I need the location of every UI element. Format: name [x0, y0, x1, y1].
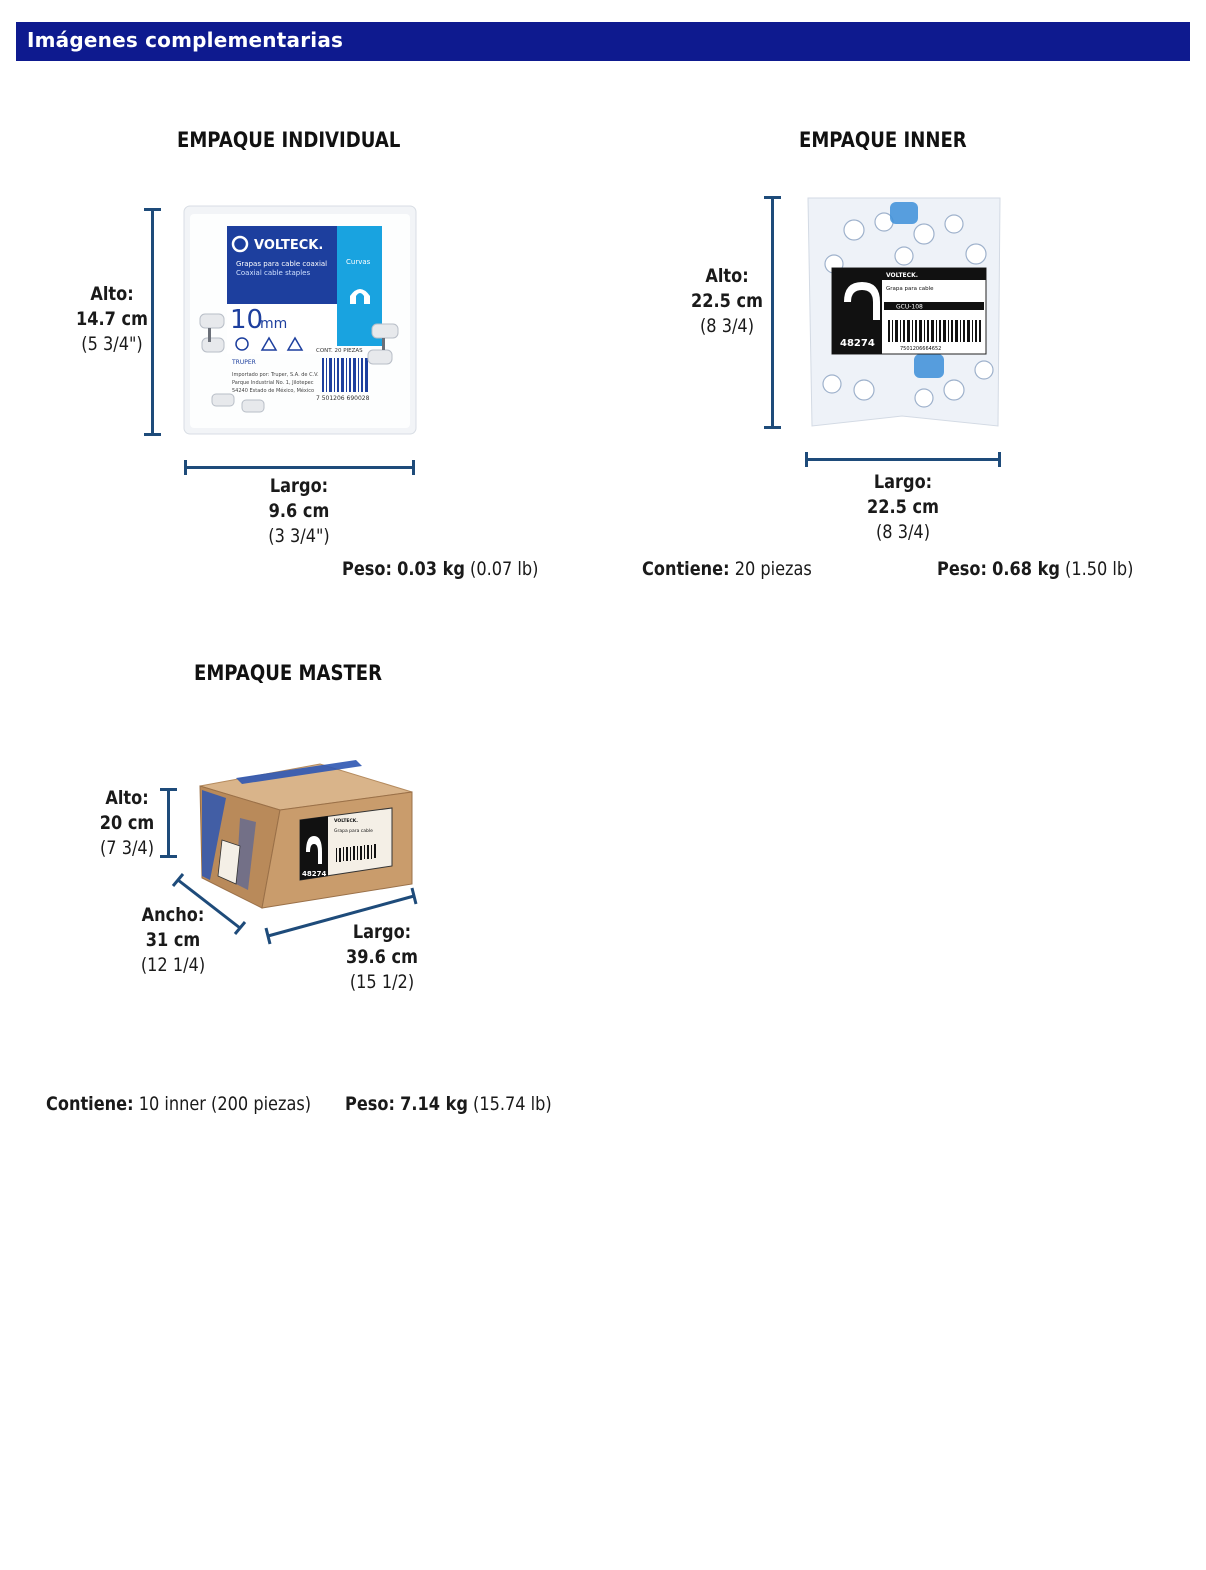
inner-largo-text: Largo: 22.5 cm (8 3/4) — [867, 471, 939, 543]
inner-label-number: 48274 — [840, 338, 875, 349]
master-contiene: Contiene: 10 inner (200 piezas) — [46, 1093, 312, 1115]
inner-largo-cap-right — [998, 452, 1001, 467]
inner-alto-text: Alto: 22.5 cm (8 3/4) — [691, 265, 763, 337]
inner-largo-line — [806, 458, 1001, 461]
individual-title: EMPAQUE INDIVIDUAL — [177, 128, 401, 152]
section-title: Imágenes complementarias — [27, 28, 344, 52]
individual-alto-text: Alto: 14.7 cm (5 3/4") — [76, 283, 148, 355]
master-alto-line — [167, 788, 170, 858]
individual-side: Curvas — [346, 258, 371, 266]
inner-alto-line — [771, 196, 774, 429]
individual-alto-line — [151, 208, 154, 436]
inner-package-image: VOLTECK. 48274 Grapa para cable GCU-108 … — [804, 194, 1004, 430]
master-alto-cap-top — [160, 788, 177, 791]
inner-largo-cap-left — [805, 452, 808, 467]
inner-alto-cap-top — [764, 196, 781, 199]
inner-contiene: Contiene: 20 piezas — [642, 558, 812, 580]
individual-largo-text: Largo: 9.6 cm (3 3/4") — [268, 475, 330, 547]
individual-line1: Grapas para cable coaxial — [236, 260, 327, 268]
svg-text:Parque Industrial No. 1, Jilot: Parque Industrial No. 1, Jilotepec — [232, 380, 314, 386]
individual-largo-cap-right — [412, 460, 415, 475]
individual-line2: Coaxial cable staples — [236, 269, 310, 277]
master-ancho-text: Ancho: 31 cm (12 1/4) — [140, 904, 206, 976]
individual-maker: TRUPER — [231, 359, 256, 366]
master-label-brand: VOLTECK. — [334, 818, 358, 824]
individual-largo-cap-left — [184, 460, 187, 475]
individual-unit: mm — [260, 316, 287, 332]
svg-text:Importado por: Truper, S.A. de: Importado por: Truper, S.A. de C.V. — [232, 372, 319, 378]
inner-label-code: GCU-108 — [896, 304, 923, 311]
individual-size: 10 — [230, 305, 263, 335]
master-largo-line — [262, 886, 422, 946]
svg-text:54240 Estado de México, México: 54240 Estado de México, México — [232, 387, 314, 394]
individual-peso: Peso: 0.03 kg (0.07 lb) — [342, 558, 539, 580]
inner-label-barcode: 7501206664652 — [900, 346, 941, 352]
individual-cont: CONT. 20 PIEZAS — [316, 348, 363, 354]
inner-peso: Peso: 0.68 kg (1.50 lb) — [937, 558, 1134, 580]
master-alto-text: Alto: 20 cm (7 3/4) — [99, 787, 155, 859]
master-alto-cap-bottom — [160, 855, 177, 858]
individual-barcode: 7 501206 690028 — [316, 395, 370, 402]
inner-alto-cap-bottom — [764, 426, 781, 429]
master-peso: Peso: 7.14 kg (15.74 lb) — [345, 1093, 552, 1115]
individual-largo-line — [185, 466, 415, 469]
master-box-image: 48274 VOLTECK. Grapa para cable — [196, 760, 416, 912]
inner-label-product: Grapa para cable — [886, 286, 934, 292]
master-title: EMPAQUE MASTER — [194, 661, 383, 685]
inner-title: EMPAQUE INNER — [799, 128, 967, 152]
individual-alto-cap-bottom — [144, 433, 161, 436]
master-largo-text: Largo: 39.6 cm (15 1/2) — [346, 921, 418, 993]
master-label-product: Grapa para cable — [334, 828, 373, 834]
individual-brand: VOLTECK. — [254, 238, 323, 253]
individual-package-image: VOLTECK. Grapas para cable coaxial Coaxi… — [182, 204, 418, 436]
inner-label-brand: VOLTECK. — [886, 272, 918, 279]
section-header: Imágenes complementarias — [16, 22, 1190, 61]
individual-alto-cap-top — [144, 208, 161, 211]
master-ancho-line — [170, 870, 250, 940]
master-label-number: 48274 — [302, 870, 326, 878]
